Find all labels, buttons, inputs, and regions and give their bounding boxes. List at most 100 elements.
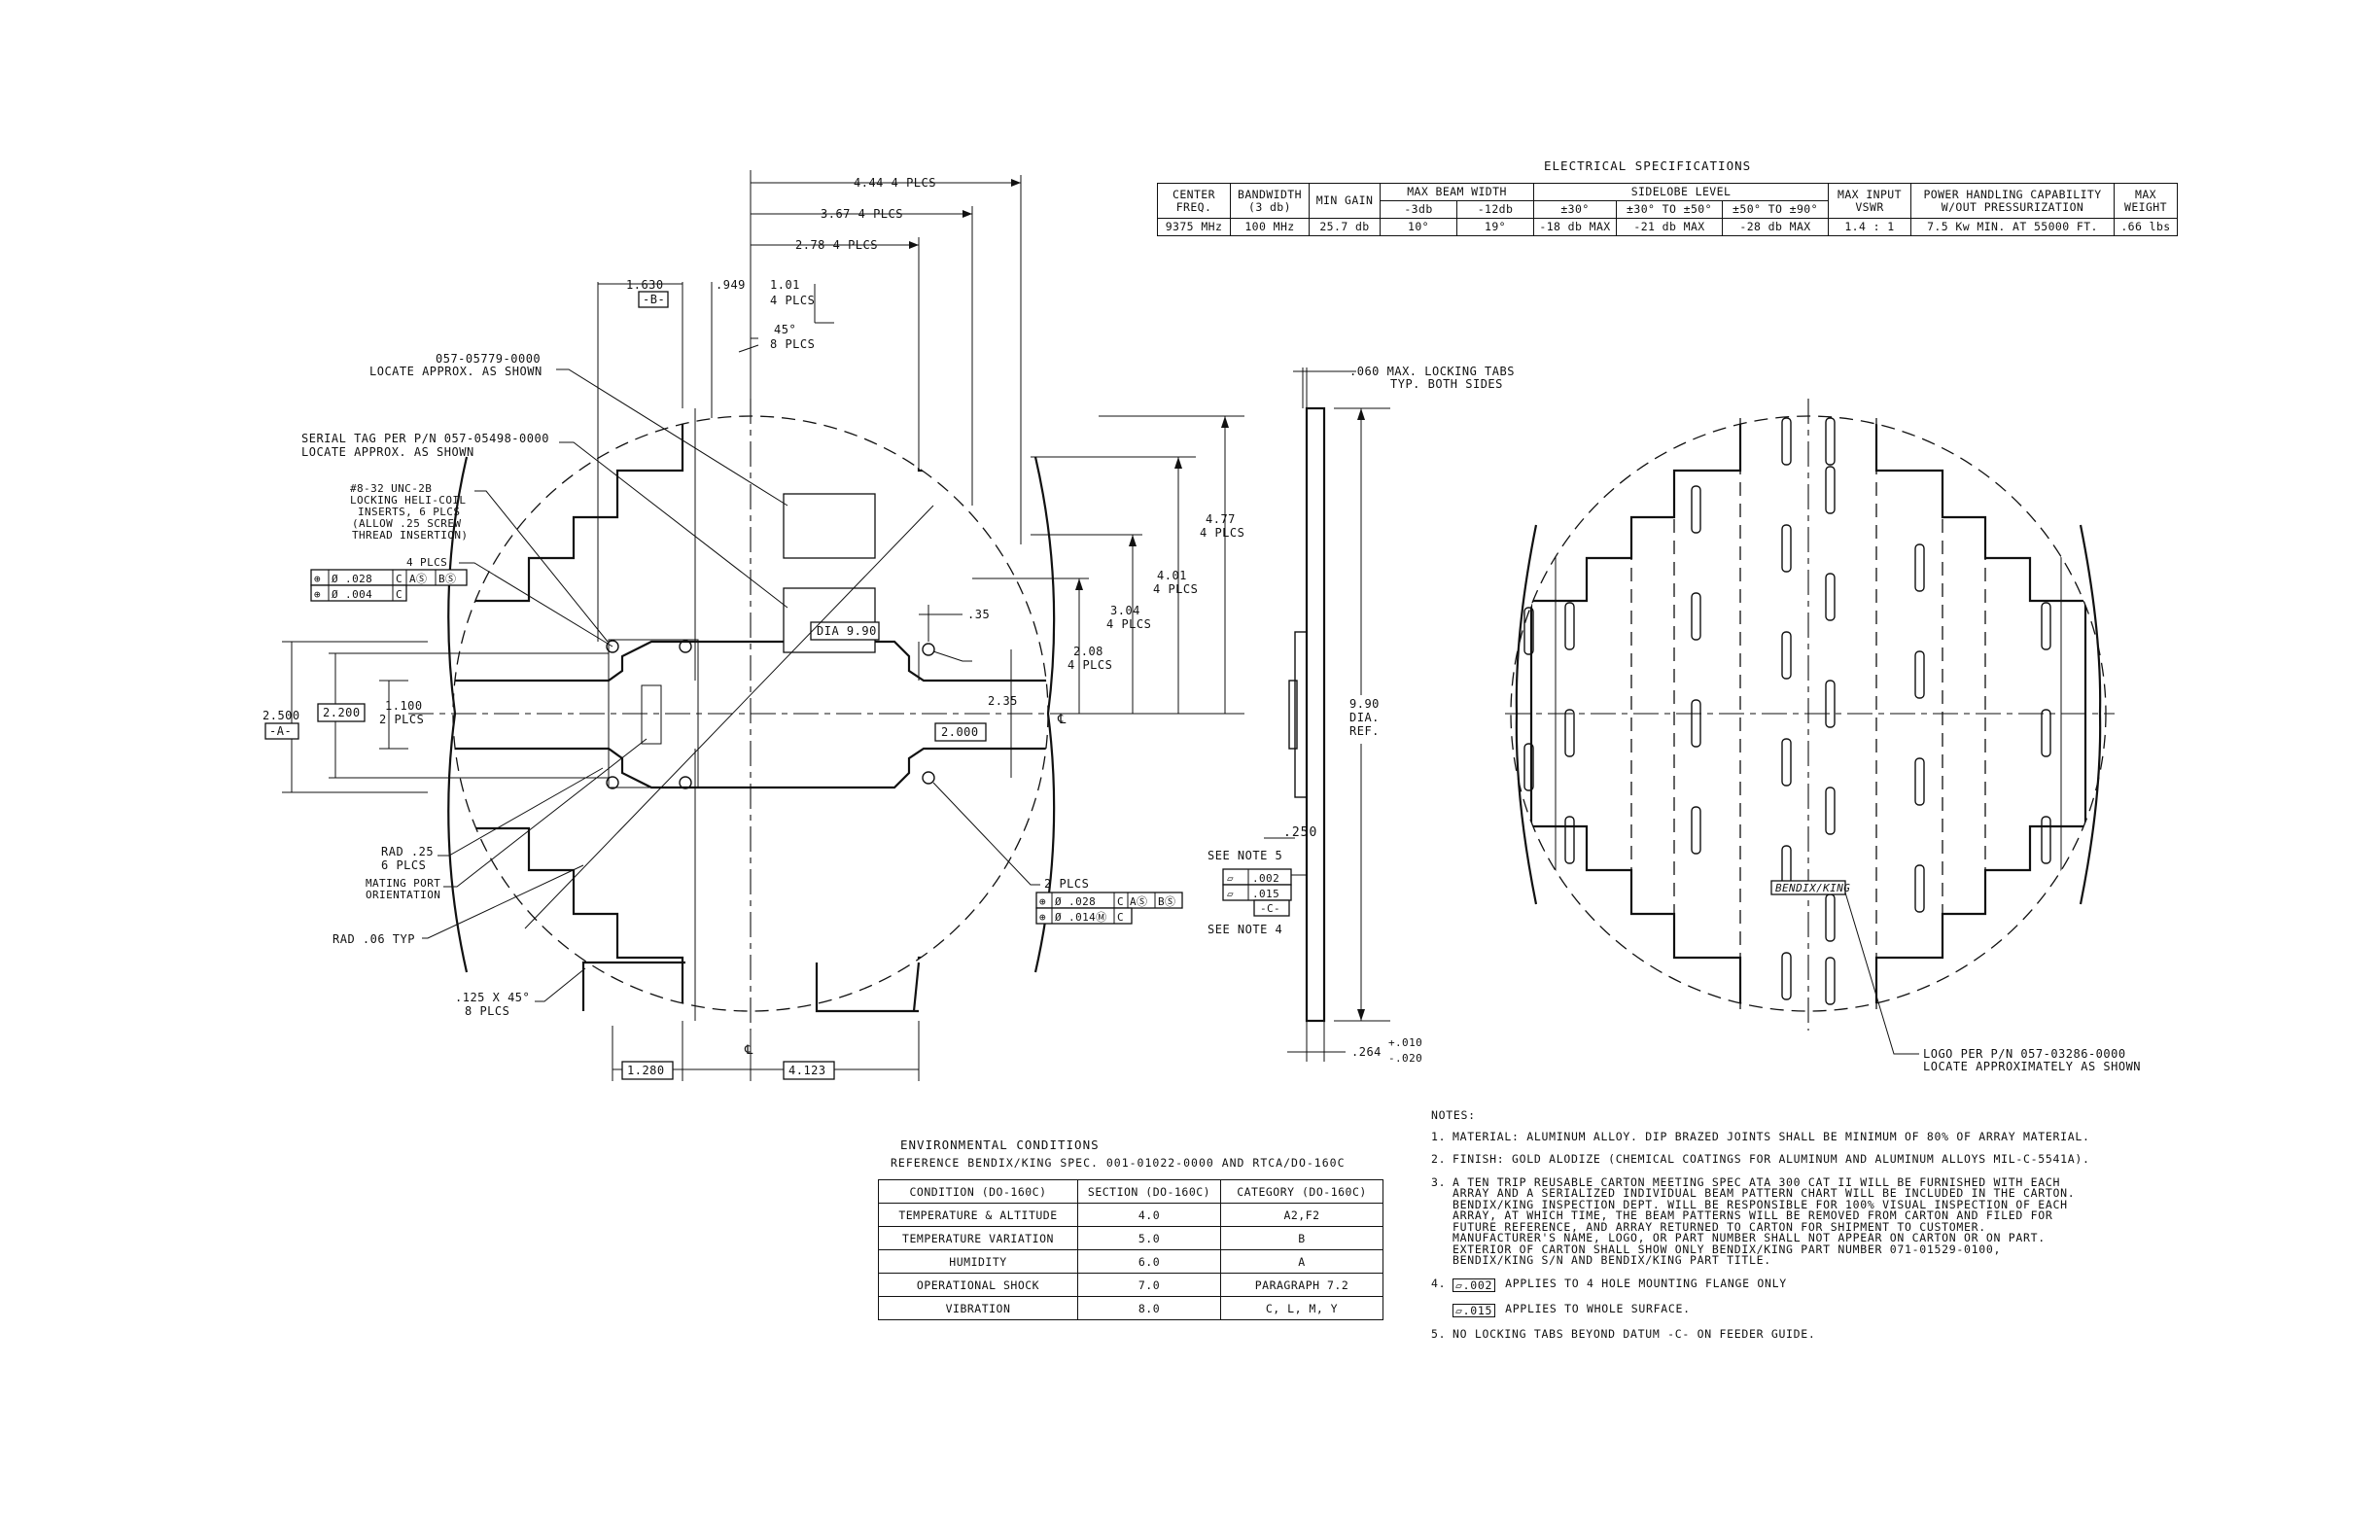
datum-b-frame <box>638 291 669 308</box>
header-bw-12db: -12db <box>1456 200 1534 219</box>
chamfer: .125 X 45° <box>455 991 530 1004</box>
dim-278: 2.78 4 PLCS <box>795 238 878 252</box>
ref-label: REF. <box>1349 724 1380 738</box>
env-condition: VIBRATION <box>878 1296 1078 1320</box>
fcf-symbol: ⊕ <box>314 588 321 601</box>
screw-note-1: #8-32 UNC-2B <box>350 482 432 495</box>
dim-45: 45° <box>774 323 796 336</box>
datum-a-frame <box>264 722 299 740</box>
rad-25: RAD .25 <box>381 845 434 858</box>
fcf-datum-a: AⓈ <box>409 573 427 585</box>
locking-tabs-note: .060 MAX. LOCKING TABS <box>1349 365 1515 378</box>
fcf-tolerance: Ø .028 <box>1055 895 1096 908</box>
note-item: 3. A TEN TRIP REUSABLE CARTON MEETING SPE… <box>1431 1174 2112 1267</box>
fcf-datum-a: AⓈ <box>1130 895 1147 908</box>
note-text: APPLIES TO WHOLE SURFACE. <box>1505 1301 1691 1315</box>
environmental-table: CONDITION (DO-160C) SECTION (DO-160C) CA… <box>878 1179 1383 1320</box>
dim-250: .250 <box>1283 825 1317 840</box>
header-max-weight: MAX WEIGHT <box>2114 183 2178 219</box>
env-condition: HUMIDITY <box>878 1249 1078 1274</box>
env-section: 8.0 <box>1077 1296 1221 1320</box>
tol-plus: +.010 <box>1388 1036 1422 1049</box>
part-tag <box>783 493 876 559</box>
table-row: OPERATIONAL SHOCK 7.0 PARAGRAPH 7.2 <box>878 1273 1383 1297</box>
locate-approx-2: LOCATE APPROX. AS SHOWN <box>301 445 474 459</box>
dim-4123: 4.123 <box>788 1064 826 1077</box>
note-number: 1. <box>1431 1129 1447 1143</box>
flatness-symbol: ▱ <box>1227 872 1234 885</box>
fcf-datum-b: BⓈ <box>438 573 456 585</box>
note-text: APPLIES TO 4 HOLE MOUNTING FLANGE ONLY <box>1505 1276 1787 1290</box>
cell-center-freq: 9375 MHz <box>1157 218 1231 236</box>
fcf-tolerance: Ø .014Ⓜ <box>1055 911 1107 924</box>
header-max-input-vswr: MAX INPUT VSWR <box>1828 183 1911 219</box>
note-text: A TEN TRIP REUSABLE CARTON MEETING SPEC … <box>1452 1174 2076 1267</box>
dim-208-plcs: 4 PLCS <box>1068 658 1112 672</box>
mounting-hole <box>606 640 619 653</box>
logo-note-2: LOCATE APPROXIMATELY AS SHOWN <box>1923 1060 2141 1073</box>
datum-c: -C- <box>1260 902 1280 915</box>
dim-990: 9.90 <box>1349 697 1380 711</box>
tol-minus: -.020 <box>1388 1052 1422 1065</box>
screw-note-2: LOCKING HELI-COIL <box>350 494 466 507</box>
dim-1630: 1.630 <box>626 278 664 292</box>
rad-06: RAD .06 TYP <box>332 932 415 946</box>
dim-2000-box <box>934 722 987 742</box>
note-text: FINISH: GOLD ALODIZE (CHEMICAL COATINGS … <box>1452 1152 2090 1166</box>
locate-approx-1: LOCATE APPROX. AS SHOWN <box>369 365 542 378</box>
header-sl-50-90: ±50° TO ±90° <box>1722 200 1829 219</box>
note-number: 3. <box>1431 1174 1447 1189</box>
dim-4123-box <box>783 1061 835 1080</box>
dim-304-plcs: 4 PLCS <box>1106 617 1151 631</box>
mounting-hole <box>922 643 935 656</box>
dia-990: DIA 9.90 <box>817 624 877 638</box>
fcf-symbol: ⊕ <box>314 573 321 585</box>
table-row: VIBRATION 8.0 C, L, M, Y <box>878 1296 1383 1320</box>
rear-view: BENDIX/KING LOGO PER P/N 057-03286-0000 … <box>1505 399 2141 1073</box>
mating-port <box>641 684 662 745</box>
fcf-datum-b: BⓈ <box>1158 895 1175 908</box>
flatness-frame: ▱.015 <box>1452 1303 1496 1317</box>
side-plate <box>1305 406 1326 1023</box>
dim-2200-box <box>317 703 366 722</box>
bendix-king-logo: BENDIX/KING <box>1775 882 1850 894</box>
dim-367: 3.67 4 PLCS <box>821 207 903 221</box>
cell-sl-30-50: -21 db MAX <box>1616 218 1723 236</box>
dim-45-plcs: 8 PLCS <box>770 337 815 351</box>
note-item: ▱.015 APPLIES TO WHOLE SURFACE. <box>1431 1301 2131 1317</box>
cell-bandwidth: 100 MHz <box>1230 218 1310 236</box>
dim-444: 4.44 4 PLCS <box>854 176 936 190</box>
mounting-hole <box>679 776 692 789</box>
cell-bw-3db: 10° <box>1380 218 1457 236</box>
note-item: 1.MATERIAL: ALUMINUM ALLOY. DIP BRAZED J… <box>1431 1129 2131 1143</box>
dia-label: DIA. <box>1349 711 1380 724</box>
datum-a: -A- <box>269 724 292 738</box>
table-row: HUMIDITY 6.0 A <box>878 1249 1383 1274</box>
both-sides-note: TYP. BOTH SIDES <box>1390 377 1503 391</box>
dim-235: 2.35 <box>988 694 1018 708</box>
mating-port-2: ORIENTATION <box>366 889 440 901</box>
see-note-4: SEE NOTE 4 <box>1208 923 1282 936</box>
fcf-datum-c: C <box>1117 895 1124 908</box>
flatness-symbol: ▱ <box>1227 888 1234 900</box>
plate-right-edge <box>1033 456 1056 973</box>
cell-power: 7.5 Kw MIN. AT 55000 FT. <box>1910 218 2115 236</box>
flatness-value: .015 <box>1462 1303 1493 1317</box>
pn-057-05779: 057-05779-0000 <box>436 352 541 366</box>
dia-label-box <box>810 621 880 641</box>
dim-2000: 2.000 <box>941 725 979 739</box>
screw-note-4: (ALLOW .25 SCREW <box>352 517 461 530</box>
side-view: .060 MAX. LOCKING TABS TYP. BOTH SIDES 9… <box>1208 365 1515 1065</box>
dim-477-plcs: 4 PLCS <box>1200 526 1244 540</box>
table-row: TEMPERATURE & ALTITUDE 4.0 A2,F2 <box>878 1203 1383 1227</box>
fcf-datum-c: C <box>396 573 402 585</box>
screw-note-3: INSERTS, 6 PLCS <box>358 506 460 518</box>
environmental-title: ENVIRONMENTAL CONDITIONS <box>900 1138 1100 1152</box>
env-section: 6.0 <box>1077 1249 1221 1274</box>
dim-1280: 1.280 <box>627 1064 665 1077</box>
flatness-frame: ▱.002 <box>1452 1278 1496 1292</box>
dim-1100-plcs: 2 PLCS <box>379 713 424 726</box>
radiating-slots <box>1523 417 2051 1005</box>
